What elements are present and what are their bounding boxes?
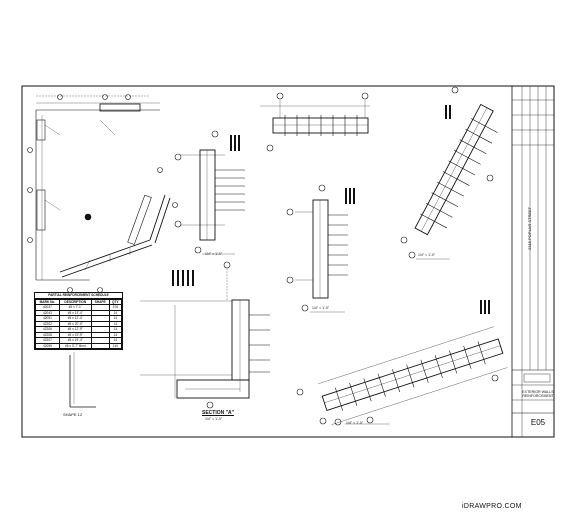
table-row: 42206 #5 x 12'-9" 14 <box>35 326 123 333</box>
scale-label-3: 1/4" = 1'-0" <box>418 253 436 257</box>
section-a-label: SECTION "A" <box>202 410 234 416</box>
table-row: 42037 #5 x 7'-1" 376 <box>35 304 123 311</box>
table-row: 42202 #5 x 20'-0" 14 <box>35 320 123 327</box>
sheet-title: EXTERIOR WALLS REINFORCEMENT <box>522 390 554 398</box>
section-detail-3 <box>286 184 348 313</box>
sheet-border <box>21 85 555 438</box>
scale-label-5: 1/4" = 1'-0" <box>346 421 364 425</box>
site-watermark: iDRAWPRO.COM <box>462 503 522 510</box>
reinforcement-schedule: PARTIAL REINFORCEMENT SCHEDULE MARK No. … <box>34 292 123 350</box>
row-qty: 14 <box>108 309 123 316</box>
row-qty: 14 <box>108 326 123 333</box>
sheet-title-line-2: REINFORCEMENT <box>522 394 554 399</box>
title-block <box>511 85 555 438</box>
shape-12-label: SHAPE 12 <box>63 412 83 417</box>
row-qty: 14 <box>108 315 123 322</box>
scale-label-4: 1/4" = 1'-0" <box>205 417 223 421</box>
table-row: 42043 #5 x 13'-4" 14 <box>35 309 123 316</box>
section-detail-2 <box>260 92 370 152</box>
row-qty: 14 <box>108 331 123 338</box>
row-qty: 376 <box>108 304 123 311</box>
section-detail-4 <box>400 86 498 260</box>
project-street: 2318 POPLAR STREET <box>527 206 532 250</box>
table-row: 42051 #5 x 12'-4" 14 <box>35 315 123 322</box>
rebar-callouts <box>172 105 490 314</box>
row-qty: 14 <box>108 337 123 344</box>
row-mark: 42055 <box>35 342 60 349</box>
scale-label-1: 1/4" = 1'-0" <box>205 252 223 256</box>
plan-view-left <box>27 94 178 293</box>
scale-label-2: 1/4" = 1'-0" <box>312 306 330 310</box>
schedule-title: PARTIAL REINFORCEMENT SCHEDULE <box>35 293 122 299</box>
table-row: 42207 #5 x 19'-4" 14 <box>35 337 123 344</box>
table-row: 42208 #5 x 19'-9" 14 <box>35 331 123 338</box>
table-row: 42055 #5 x 3'-7" Bent 116 <box>35 342 123 349</box>
row-description: #5 x 3'-7" Bent <box>58 342 92 349</box>
schedule-header-qty: QTY <box>108 298 123 305</box>
sheet-number: E05 <box>530 418 546 427</box>
shape-12-detail <box>69 352 96 408</box>
section-a-detail <box>140 261 270 409</box>
row-shape <box>90 342 110 349</box>
section-detail-1 <box>174 130 245 255</box>
sheet-title-line-1: EXTERIOR WALLS <box>522 390 554 394</box>
row-qty: 14 <box>108 320 123 327</box>
section-detail-5 <box>296 326 508 426</box>
schedule-table: MARK No. DESCRIPTION SHAPE QTY 42037 #5 … <box>35 298 123 350</box>
row-qty: 116 <box>108 342 123 349</box>
